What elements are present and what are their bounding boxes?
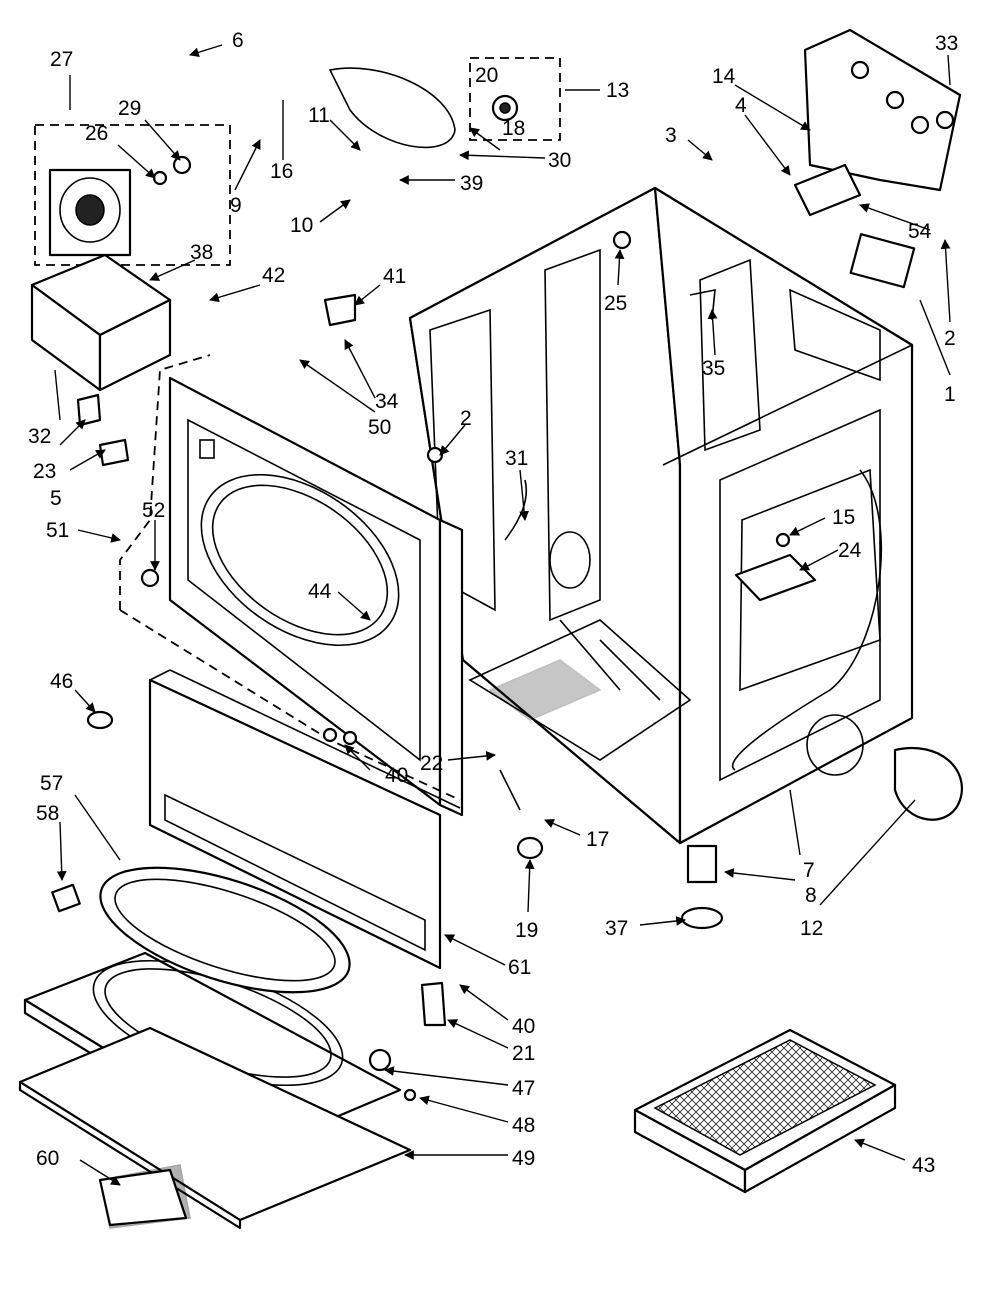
callout-40-lower: 40 xyxy=(512,1015,535,1038)
callout-57: 57 xyxy=(40,772,63,795)
front-panel xyxy=(119,354,464,817)
callout-60: 60 xyxy=(36,1147,59,1170)
callout-11: 11 xyxy=(308,104,330,127)
top-panel xyxy=(18,866,412,1230)
callout-44: 44 xyxy=(308,580,332,603)
lint-filter xyxy=(633,1028,897,1194)
callout-26: 26 xyxy=(85,122,108,145)
small-parts xyxy=(51,28,963,1102)
callout-2-center: 2 xyxy=(460,407,472,430)
callout-1: 1 xyxy=(944,383,956,406)
callout-48: 48 xyxy=(512,1114,535,1137)
callout-9: 9 xyxy=(230,194,242,217)
callout-17: 17 xyxy=(586,828,609,851)
callout-23: 23 xyxy=(33,460,56,483)
callout-18: 18 xyxy=(502,117,525,140)
callout-22: 22 xyxy=(420,752,443,775)
callout-61: 61 xyxy=(508,956,531,979)
callout-31: 31 xyxy=(505,447,528,470)
callout-24: 24 xyxy=(838,539,862,562)
callout-37: 37 xyxy=(605,917,628,940)
callout-6: 6 xyxy=(232,29,244,52)
callout-3: 3 xyxy=(665,124,677,147)
callout-5: 5 xyxy=(50,487,62,510)
callout-34: 34 xyxy=(375,390,399,413)
callout-51: 51 xyxy=(46,519,69,542)
callout-46: 46 xyxy=(50,670,73,693)
leader-lines xyxy=(54,44,951,1186)
callout-13: 13 xyxy=(606,79,629,102)
callout-47: 47 xyxy=(512,1077,535,1100)
callout-38: 38 xyxy=(190,241,213,264)
callout-27: 27 xyxy=(50,48,73,71)
callout-41: 41 xyxy=(383,265,406,288)
callout-4: 4 xyxy=(735,94,747,117)
callout-labels: 27 6 20 13 33 29 11 14 26 18 3 4 16 30 9… xyxy=(28,29,958,1177)
callout-52: 52 xyxy=(142,499,165,522)
callout-25: 25 xyxy=(604,292,627,315)
callout-16: 16 xyxy=(270,160,293,183)
callout-30: 30 xyxy=(548,149,571,172)
callout-10: 10 xyxy=(290,214,313,237)
callout-19: 19 xyxy=(515,919,538,942)
callout-54: 54 xyxy=(908,220,932,243)
callout-32: 32 xyxy=(28,425,51,448)
callout-49: 49 xyxy=(512,1147,535,1170)
callout-7: 7 xyxy=(803,859,815,882)
callout-33: 33 xyxy=(935,32,958,55)
cabinet xyxy=(408,186,914,845)
callout-2-right: 2 xyxy=(944,327,956,350)
callout-21: 21 xyxy=(512,1042,535,1065)
callout-43: 43 xyxy=(912,1154,935,1177)
callout-29: 29 xyxy=(118,97,141,120)
callout-8: 8 xyxy=(805,884,817,907)
callout-40-upper: 40 xyxy=(385,764,408,787)
callout-35: 35 xyxy=(702,357,725,380)
callout-15: 15 xyxy=(832,506,855,529)
callout-58: 58 xyxy=(36,802,59,825)
callout-12: 12 xyxy=(800,917,823,940)
callout-14: 14 xyxy=(712,65,736,88)
toe-panel xyxy=(148,669,461,970)
bracket xyxy=(30,253,172,392)
blower-assembly xyxy=(34,124,231,266)
callout-42: 42 xyxy=(262,264,285,287)
callout-39: 39 xyxy=(460,172,483,195)
callout-20: 20 xyxy=(475,64,498,87)
callout-50: 50 xyxy=(368,416,391,439)
